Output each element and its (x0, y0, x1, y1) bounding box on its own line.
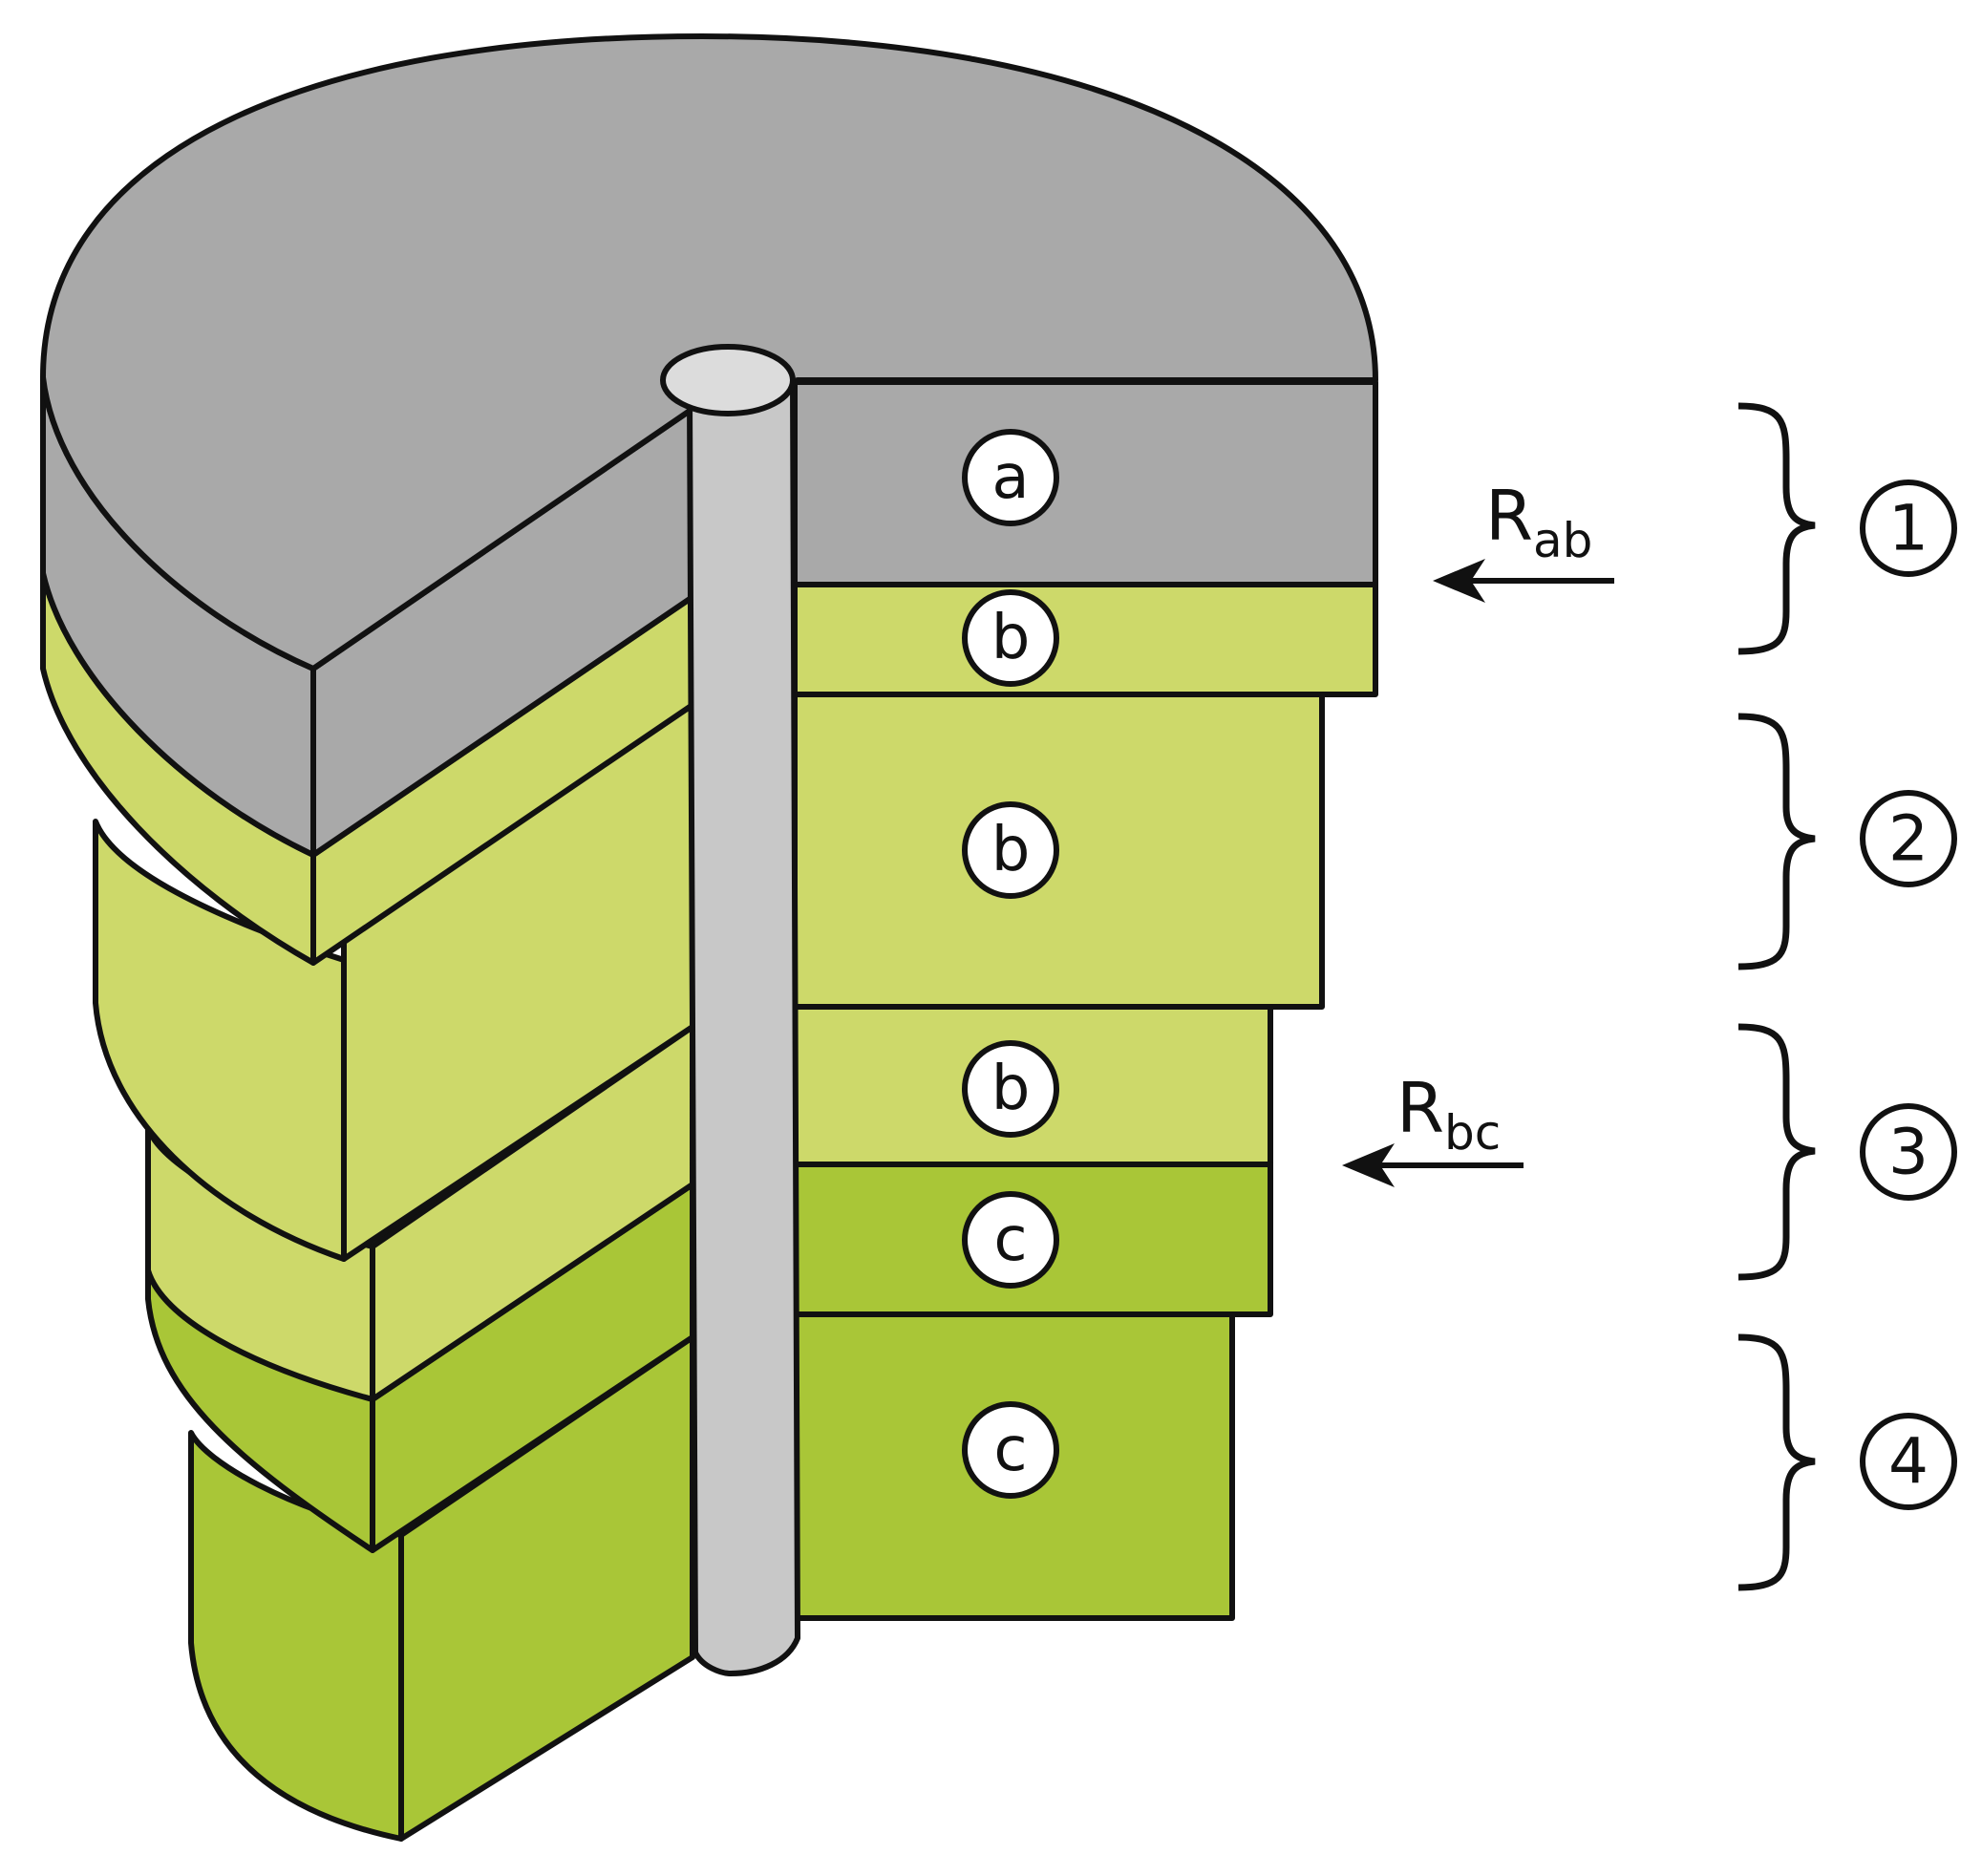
curly-brace-icon (1737, 713, 1816, 970)
material-label-b-3: b (962, 1040, 1059, 1138)
zone-1-number: 1 (1888, 492, 1929, 565)
interface-bc-label: Rbc (1396, 1068, 1501, 1161)
zone-3: 3 (1737, 1023, 1957, 1281)
section-blocks (792, 379, 1378, 1621)
material-label-b-2-text: b (991, 815, 1031, 885)
arrow-left-icon (1342, 1143, 1395, 1187)
cut-faces (310, 406, 695, 1842)
curly-brace-icon (1737, 1023, 1816, 1281)
material-label-b-1: b (962, 589, 1059, 687)
material-label-b-3-text: b (991, 1054, 1031, 1124)
arrow-left-icon (1433, 559, 1485, 603)
side-band-b-middle (93, 819, 347, 1262)
interface-ab-label: Rab (1485, 476, 1592, 568)
interface-bc: Rbc (1342, 1068, 1524, 1187)
material-label-c-1-text: c (993, 1204, 1027, 1275)
material-label-c-2: c (962, 1401, 1059, 1499)
material-label-c-2-text: c (993, 1415, 1027, 1485)
curly-brace-icon (1737, 402, 1816, 655)
zone-2: 2 (1737, 713, 1957, 970)
zone-4-number: 4 (1888, 1425, 1929, 1499)
material-labels: a b b b c c (962, 429, 1059, 1499)
material-label-b-1-text: b (991, 603, 1031, 673)
curly-brace-icon (1737, 1333, 1816, 1591)
zone-3-number: 3 (1888, 1116, 1929, 1189)
material-label-b-2: b (962, 801, 1059, 899)
central-rod (660, 344, 800, 1676)
material-label-a: a (962, 429, 1059, 526)
zone-2-number: 2 (1888, 802, 1929, 876)
cylinder-side-bands (40, 374, 404, 1842)
rod-top (660, 344, 796, 416)
material-label-a-text: a (991, 442, 1029, 513)
zone-1: 1 (1737, 402, 1957, 655)
interface-ab: Rab (1433, 476, 1614, 603)
block-a (792, 379, 1378, 587)
material-label-c-1: c (962, 1191, 1059, 1289)
zone-4: 4 (1737, 1333, 1957, 1591)
block-b-1 (792, 582, 1378, 697)
rod-body (687, 379, 800, 1676)
zone-braces: 1 2 3 4 (1737, 402, 1957, 1591)
